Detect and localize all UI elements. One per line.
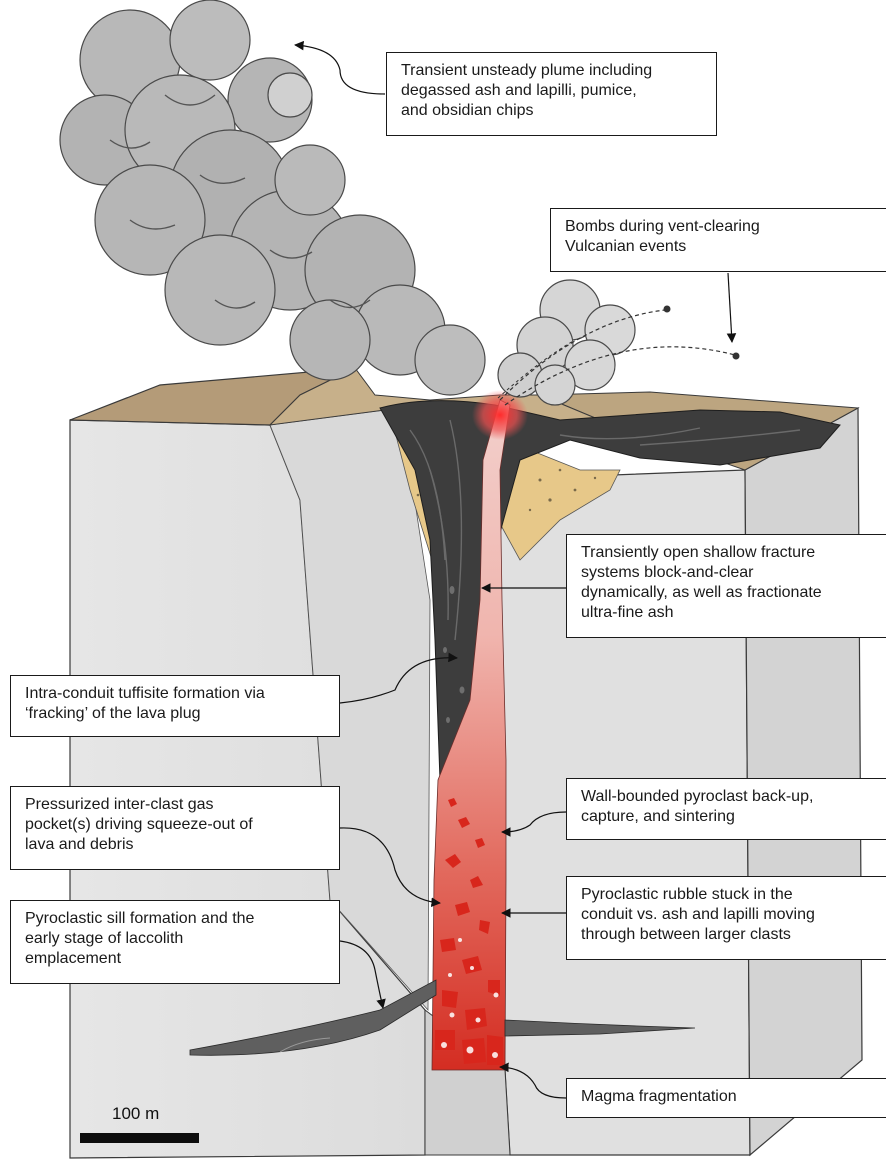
- label-line: Transiently open shallow fracture: [581, 543, 872, 563]
- label-fracture: Transiently open shallow fracture system…: [566, 534, 886, 638]
- label-line: Bombs during vent-clearing: [565, 217, 872, 237]
- scale-bar-label: 100 m: [112, 1104, 159, 1124]
- label-line: systems block-and-clear: [581, 563, 872, 583]
- bomb: [733, 353, 740, 360]
- bomb: [664, 306, 671, 313]
- label-line: Pressurized inter-clast gas: [25, 795, 325, 815]
- label-line: through between larger clasts: [581, 925, 872, 945]
- label-line: conduit vs. ash and lapilli moving: [581, 905, 872, 925]
- label-wall: Wall-bounded pyroclast back-up, capture,…: [566, 778, 886, 840]
- label-line: and obsidian chips: [401, 101, 702, 121]
- label-tuffisite: Intra-conduit tuffisite formation via ‘f…: [10, 675, 340, 737]
- label-line: Intra-conduit tuffisite formation via: [25, 684, 325, 704]
- label-line: ‘fracking’ of the lava plug: [25, 704, 325, 724]
- label-line: dynamically, as well as fractionate: [581, 583, 872, 603]
- label-bombs: Bombs during vent-clearing Vulcanian eve…: [550, 208, 886, 272]
- label-line: emplacement: [25, 949, 325, 969]
- label-line: Vulcanian events: [565, 237, 872, 257]
- label-line: degassed ash and lapilli, pumice,: [401, 81, 702, 101]
- label-line: pocket(s) driving squeeze-out of: [25, 815, 325, 835]
- label-line: ultra-fine ash: [581, 603, 872, 623]
- label-sill: Pyroclastic sill formation and the early…: [10, 900, 340, 984]
- label-line: early stage of laccolith: [25, 929, 325, 949]
- label-line: capture, and sintering: [581, 807, 872, 827]
- label-line: Transient unsteady plume including: [401, 61, 702, 81]
- label-pressurized: Pressurized inter-clast gas pocket(s) dr…: [10, 786, 340, 870]
- label-line: lava and debris: [25, 835, 325, 855]
- label-fragmentation: Magma fragmentation: [566, 1078, 886, 1118]
- leader-bombs: [728, 273, 732, 342]
- label-line: Wall-bounded pyroclast back-up,: [581, 787, 872, 807]
- scale-bar: [80, 1133, 199, 1143]
- label-line: Pyroclastic rubble stuck in the: [581, 885, 872, 905]
- label-rubble: Pyroclastic rubble stuck in the conduit …: [566, 876, 886, 960]
- label-plume: Transient unsteady plume including degas…: [386, 52, 717, 136]
- label-line: Magma fragmentation: [581, 1087, 872, 1107]
- label-line: Pyroclastic sill formation and the: [25, 909, 325, 929]
